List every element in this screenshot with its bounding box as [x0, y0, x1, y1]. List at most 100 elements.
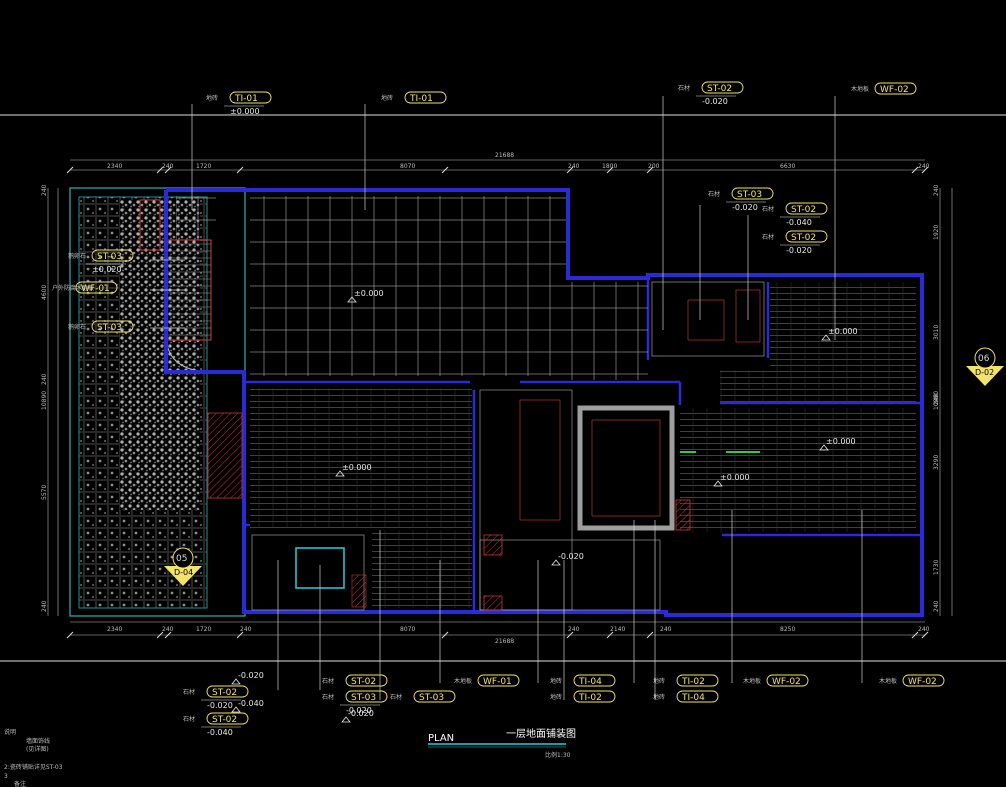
dim-tick: [441, 631, 449, 639]
dim-value: 2340: [107, 163, 122, 170]
dim-tick: [921, 166, 929, 174]
dim-value: 240: [41, 184, 48, 196]
dim-tick: [606, 631, 614, 639]
svg-text:±0.000: ±0.000: [828, 327, 858, 336]
svg-text:ST-02: ST-02: [707, 84, 732, 94]
level-marker: ±0.000: [335, 463, 372, 477]
dim-top-total: 21688: [495, 152, 514, 159]
svg-text:ST-02: ST-02: [212, 688, 237, 698]
level-marker: ±0.000: [819, 437, 856, 451]
level-markers: ±0.000±0.000±0.000±0.000±0.000-0.020-0.0…: [231, 289, 858, 723]
hatched-column-1: [207, 412, 243, 499]
dim-value: 1720: [196, 163, 211, 170]
dim-value: 10890: [41, 391, 48, 410]
wood-floor-room-2: [372, 530, 472, 608]
svg-text:石材: 石材: [322, 677, 334, 685]
dim-tick: [646, 166, 654, 174]
svg-text:木地板: 木地板: [454, 677, 472, 685]
svg-text:TI-01: TI-01: [234, 94, 258, 104]
level-marker: -0.020: [551, 552, 584, 566]
svg-text:±0.000: ±0.000: [230, 107, 260, 116]
dim-value: 240: [162, 626, 174, 633]
svg-text:±0.000: ±0.000: [826, 437, 856, 446]
svg-text:WF-02: WF-02: [908, 677, 937, 687]
terrace-area: [69, 187, 246, 617]
dim-tick: [236, 631, 244, 639]
svg-text:±0.000: ±0.000: [354, 289, 384, 298]
dim-value: 240: [568, 626, 580, 633]
section-marker-05: 05 D-04: [164, 547, 202, 586]
dim-value: 1730: [933, 560, 940, 575]
dim-tick: [156, 166, 164, 174]
section-06-ref: D-02: [975, 368, 994, 377]
dim-value: 4600: [41, 285, 48, 300]
svg-text:-0.020: -0.020: [346, 706, 372, 715]
walls: [164, 188, 924, 617]
material-tag: ST-02 石材 -0.020: [183, 685, 249, 710]
tiled-entry: [176, 196, 216, 240]
dim-tick: [566, 631, 574, 639]
svg-text:TI-01: TI-01: [409, 94, 433, 104]
svg-text:±0.020: ±0.020: [92, 265, 122, 274]
svg-text:ST-02: ST-02: [791, 205, 816, 215]
leader-lines: [150, 96, 863, 700]
hatched-column-4: [483, 595, 503, 611]
hatched-column-2: [675, 499, 691, 531]
svg-text:石材: 石材: [183, 715, 195, 723]
svg-text:WF-01: WF-01: [483, 677, 512, 687]
material-tag: ST-02 石材 -0.040: [183, 712, 249, 737]
dim-value: 2140: [610, 626, 625, 633]
level-marker: -0.020: [341, 709, 374, 723]
svg-text:地砖: 地砖: [206, 94, 218, 102]
svg-text:-0.020: -0.020: [207, 701, 233, 710]
svg-text:-0.040: -0.040: [207, 728, 233, 737]
svg-text:-0.020: -0.020: [558, 552, 584, 561]
svg-text:ST-02: ST-02: [212, 715, 237, 725]
notes-item-4: 3: [4, 773, 8, 780]
wood-floor-room-5: [720, 370, 916, 402]
dim-bottom-total: 21688: [495, 638, 514, 645]
dim-tick: [156, 631, 164, 639]
svg-text:WF-02: WF-02: [772, 677, 801, 687]
dim-value: 240: [933, 393, 940, 405]
svg-text:-0.040: -0.040: [786, 218, 812, 227]
svg-text:地砖: 地砖: [653, 693, 665, 701]
dim-value: 240: [162, 163, 174, 170]
level-marker: -0.040: [231, 699, 264, 713]
dim-value: 3010: [933, 325, 940, 340]
dim-value: 8070: [400, 163, 415, 170]
svg-text:-0.020: -0.020: [786, 246, 812, 255]
dim-tick: [911, 166, 919, 174]
dim-value: 10890: [933, 391, 940, 410]
svg-text:鹅卵石: 鹅卵石: [68, 252, 86, 260]
title-scale: 比例1:30: [545, 751, 571, 759]
title-block: PLAN 一层地面铺装图 比例1:30: [428, 727, 576, 759]
svg-text:石材: 石材: [762, 233, 774, 241]
dim-value: 240: [240, 626, 252, 633]
svg-text:ST-03: ST-03: [737, 190, 762, 200]
dim-tick: [441, 166, 449, 174]
dim-tick: [921, 631, 929, 639]
svg-text:石材: 石材: [183, 688, 195, 696]
svg-text:木地板: 木地板: [851, 85, 869, 93]
dimension-lines: [47, 159, 953, 636]
notes-item-2: (见详图): [26, 745, 49, 753]
svg-text:-0.020: -0.020: [238, 671, 264, 680]
corridor-grid: [479, 389, 675, 611]
section-marker-06: 06 D-02: [966, 347, 1004, 386]
dim-value: 3290: [933, 455, 940, 470]
dim-value: 240: [568, 163, 580, 170]
tiled-hall: [250, 196, 566, 376]
